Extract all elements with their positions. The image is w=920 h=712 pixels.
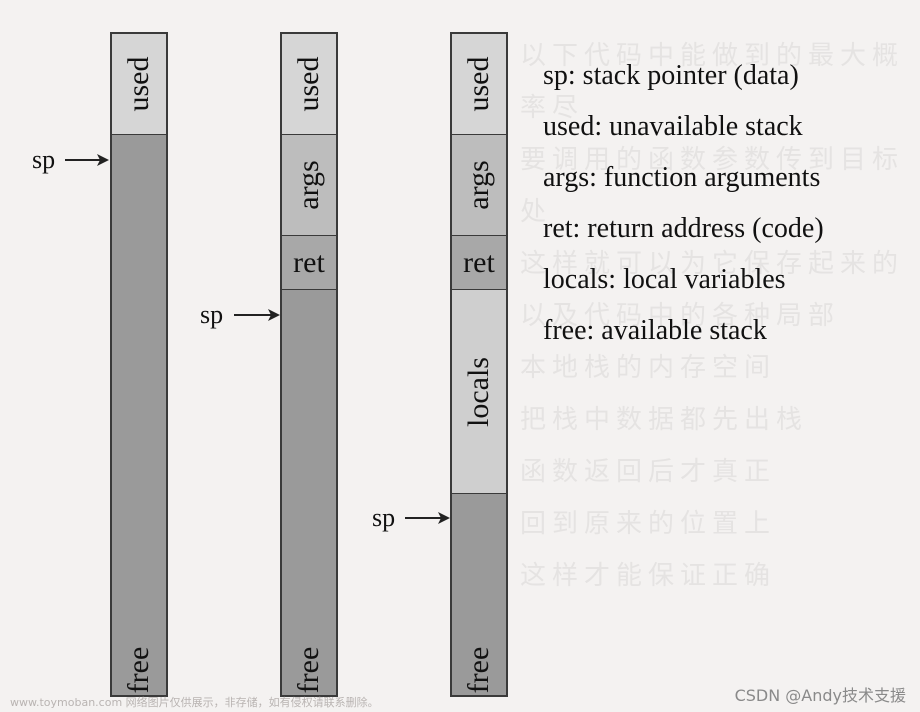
- segment-used: used: [282, 34, 336, 135]
- segment-label: free: [292, 646, 325, 694]
- stack-column-2: used args ret free: [280, 32, 338, 697]
- legend-item-args: args: function arguments: [543, 162, 821, 193]
- segment-label: used: [462, 56, 495, 112]
- background-text-line: 把栈中数据都先出栈: [520, 405, 809, 435]
- watermark-left: www.toymoban.com 网络图片仅供展示，非存储，如有侵权请联系删除。: [10, 696, 379, 709]
- legend: sp: stack pointer (data) used: unavailab…: [543, 50, 824, 356]
- segment-locals: locals: [452, 290, 506, 494]
- watermark-right: CSDN @Andy技术支援: [734, 686, 906, 705]
- segment-label: used: [292, 56, 325, 112]
- background-text-line: 函数返回后才真正: [520, 457, 777, 487]
- stack-column-3: used args ret locals free: [450, 32, 508, 697]
- segment-used: used: [452, 34, 506, 135]
- segment-free: free: [112, 135, 166, 695]
- stack-column-1: used free: [110, 32, 168, 697]
- sp-label-3: sp: [372, 503, 396, 532]
- segment-label: args: [462, 160, 495, 210]
- sp-arrow-2-icon: [234, 309, 280, 321]
- segment-label: args: [292, 160, 325, 210]
- background-text-line: 这样才能保证正确: [520, 561, 777, 591]
- segment-ret: ret: [282, 236, 336, 290]
- legend-item-used: used: unavailable stack: [543, 111, 803, 142]
- legend-item-free: free: available stack: [543, 315, 767, 346]
- segment-label: ret: [293, 245, 325, 279]
- legend-item-sp: sp: stack pointer (data): [543, 60, 799, 91]
- sp-label-2: sp: [200, 300, 224, 329]
- segment-free: free: [452, 494, 506, 695]
- segment-label: locals: [462, 356, 495, 427]
- segment-args: args: [282, 135, 336, 236]
- segment-ret: ret: [452, 236, 506, 290]
- sp-arrow-3-icon: [405, 512, 450, 524]
- sp-arrow-1-icon: [65, 154, 109, 166]
- segment-label: ret: [463, 245, 495, 279]
- legend-item-ret: ret: return address (code): [543, 213, 824, 244]
- segment-label: used: [122, 56, 155, 112]
- segment-args: args: [452, 135, 506, 236]
- background-text-line: 回到原来的位置上: [520, 509, 777, 539]
- sp-label-1: sp: [32, 145, 56, 174]
- segment-used: used: [112, 34, 166, 135]
- segment-label: free: [122, 646, 155, 694]
- segment-label: free: [462, 646, 495, 694]
- segment-free: free: [282, 290, 336, 695]
- legend-item-locals: locals: local variables: [543, 264, 786, 295]
